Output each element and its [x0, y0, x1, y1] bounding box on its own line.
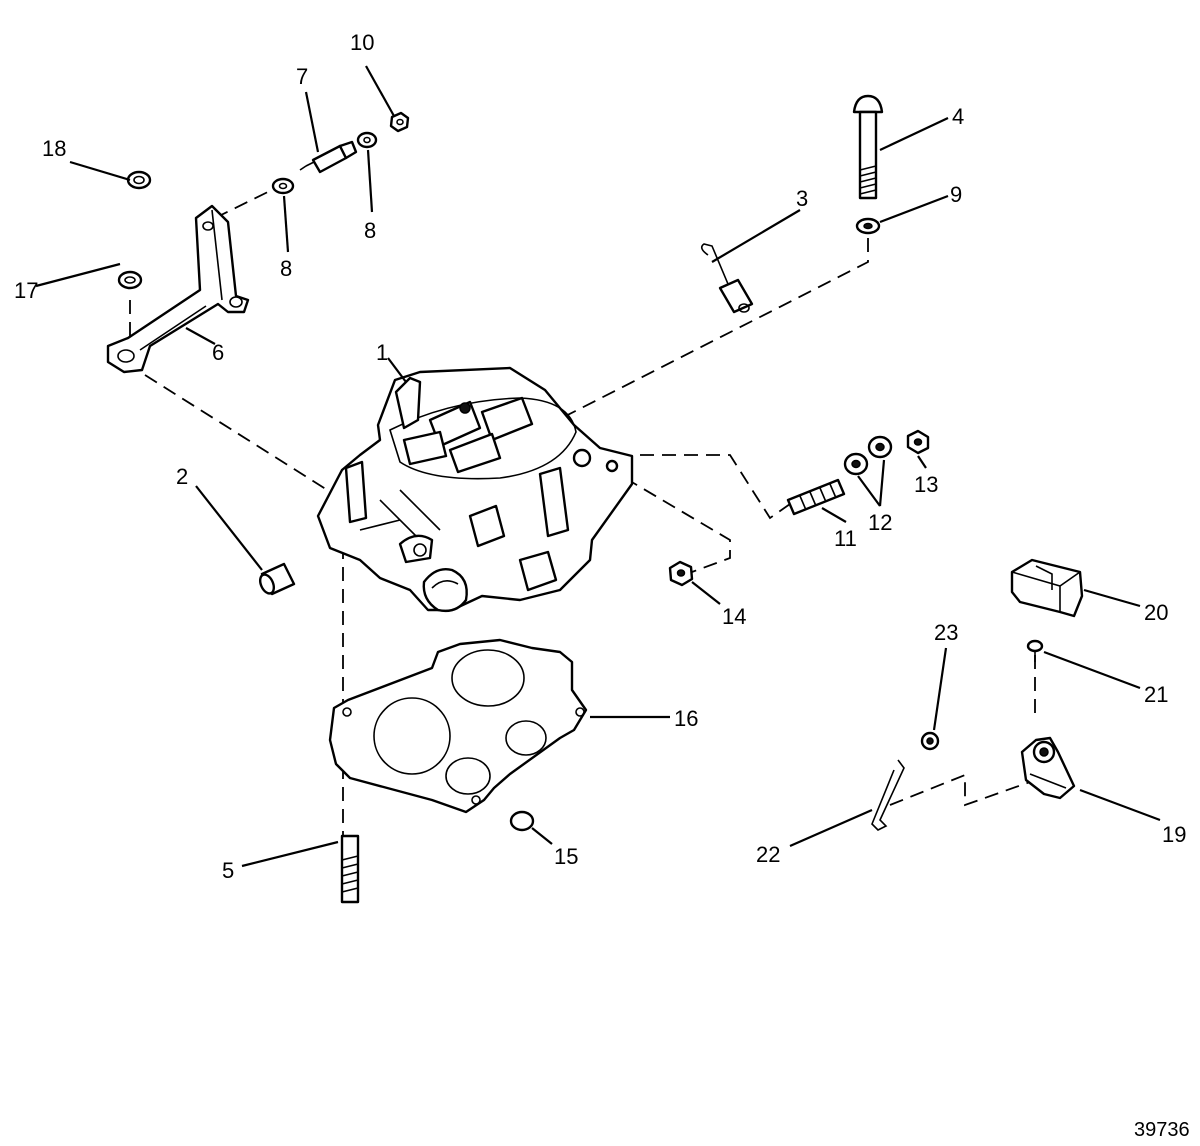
- callout-8-right: 8: [364, 218, 376, 243]
- callout-17: 17: [14, 278, 38, 303]
- callout-16: 16: [674, 706, 698, 731]
- assembly-line-6-8: [214, 184, 283, 219]
- part-12-washers: [843, 435, 893, 476]
- part-3-rod: [700, 243, 754, 314]
- part-10-nut: [389, 111, 410, 133]
- part-20-cover: [1010, 558, 1084, 618]
- part-5-stud: [340, 834, 360, 904]
- part-6-bracket: [106, 204, 250, 374]
- part-16-gasket: [328, 638, 588, 814]
- callout-7: 7: [296, 64, 308, 89]
- callout-20: 20: [1144, 600, 1168, 625]
- part-18-nut: [126, 170, 152, 190]
- figure-number: 39736: [1134, 1119, 1190, 1141]
- part-7-stud: [299, 140, 358, 174]
- callout-6: 6: [212, 340, 224, 365]
- callout-5: 5: [222, 858, 234, 883]
- callout-12: 12: [868, 510, 892, 535]
- part-22-link: [871, 759, 905, 831]
- part-14-nut: [668, 560, 694, 587]
- part-8-washer-right: [356, 131, 378, 149]
- assembly-line-6-1: [144, 374, 341, 499]
- callout-2: 2: [176, 464, 188, 489]
- assembly-line-22-19: [889, 773, 1031, 807]
- callout-3: 3: [796, 186, 808, 211]
- callout-8-left: 8: [280, 256, 292, 281]
- part-2-tube: [258, 562, 296, 596]
- part-4-bolt: [852, 94, 884, 200]
- callout-1: 1: [376, 340, 388, 365]
- callout-14: 14: [722, 604, 746, 629]
- part-11-stud: [786, 478, 846, 516]
- leader-lines: [35, 65, 1161, 868]
- callout-15: 15: [554, 844, 578, 869]
- callout-19: 19: [1162, 822, 1186, 847]
- callout-9: 9: [950, 182, 962, 207]
- callout-18: 18: [42, 136, 66, 161]
- part-19-switch: [1020, 736, 1076, 800]
- part-9-washer: [855, 217, 881, 235]
- assembly-line-9-1: [547, 238, 869, 426]
- callout-4: 4: [952, 104, 964, 129]
- callout-21: 21: [1144, 682, 1168, 707]
- part-8-washer-left: [271, 177, 295, 195]
- callout-22: 22: [756, 842, 780, 867]
- callout-labels: 1 2 3 4 5 6 7 8 8 9 10 11 12 13 14 15 16…: [14, 30, 1186, 883]
- callout-13: 13: [914, 472, 938, 497]
- part-15-plug: [509, 810, 535, 832]
- assembly-line-14: [624, 477, 731, 573]
- assembly-line-11: [640, 454, 791, 520]
- callout-10: 10: [350, 30, 374, 55]
- part-17-washer: [117, 270, 143, 290]
- callout-23: 23: [934, 620, 958, 645]
- part-23-clip: [920, 731, 940, 751]
- callout-11: 11: [834, 526, 857, 551]
- part-1-carburetor: [316, 366, 634, 613]
- part-21-screw: [1026, 639, 1044, 662]
- part-13-nut: [906, 429, 930, 455]
